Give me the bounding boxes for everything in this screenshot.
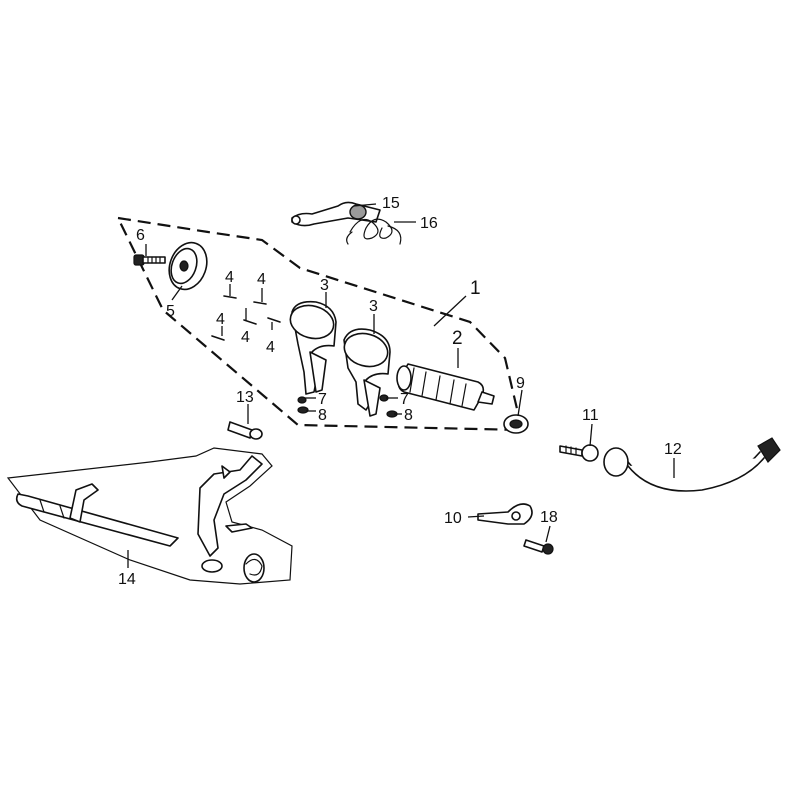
part-3-shift-fork-left — [289, 300, 337, 395]
callout-10: 10 — [444, 510, 462, 527]
callout-5: 5 — [166, 303, 175, 320]
callout-4-c: 4 — [241, 329, 250, 346]
callout-9: 9 — [516, 375, 525, 392]
part-16-spring — [346, 218, 402, 245]
part-10-stopper-arm — [477, 503, 533, 525]
callout-8-right: 8 — [404, 407, 413, 424]
callout-4-a: 4 — [225, 269, 234, 286]
part-3-shift-fork-right — [343, 328, 391, 417]
callout-11: 11 — [582, 407, 599, 424]
callout-2: 2 — [452, 328, 463, 349]
callout-14: 14 — [118, 571, 136, 588]
part-5-plate — [168, 241, 208, 291]
leader-lines — [127, 203, 675, 568]
part-4-pins — [211, 295, 281, 341]
part-14-shift-spindle — [6, 447, 293, 585]
callout-7-right: 7 — [400, 391, 409, 408]
callout-4-e: 4 — [266, 339, 275, 356]
callout-18: 18 — [540, 509, 558, 526]
part-12-sensor-cable — [603, 437, 781, 492]
part-9-bearing — [503, 414, 529, 434]
part-13-bolt — [227, 421, 263, 440]
part-6-bolt — [133, 254, 166, 266]
part-18-bolt — [523, 539, 554, 555]
callout-7-left: 7 — [318, 391, 327, 408]
part-8-clip-left — [297, 406, 309, 414]
callout-15: 15 — [382, 195, 400, 212]
part-11-bolt — [559, 444, 599, 462]
callout-labels: 1 2 3 3 4 4 4 4 4 5 6 7 8 7 8 9 10 11 12… — [118, 195, 682, 588]
part-2-shift-drum — [396, 363, 495, 411]
callout-3-right: 3 — [369, 298, 378, 315]
part-15-lever — [291, 201, 381, 227]
callout-1: 1 — [470, 278, 481, 299]
callout-4-d: 4 — [216, 311, 225, 328]
assembly-1-group-outline — [116, 216, 524, 432]
callout-12: 12 — [664, 441, 682, 458]
callout-4-b: 4 — [257, 271, 266, 288]
callout-8-left: 8 — [318, 407, 327, 424]
callout-13: 13 — [236, 389, 254, 406]
callout-3-left: 3 — [320, 277, 329, 294]
callout-16: 16 — [420, 215, 438, 232]
callout-6: 6 — [136, 227, 145, 244]
